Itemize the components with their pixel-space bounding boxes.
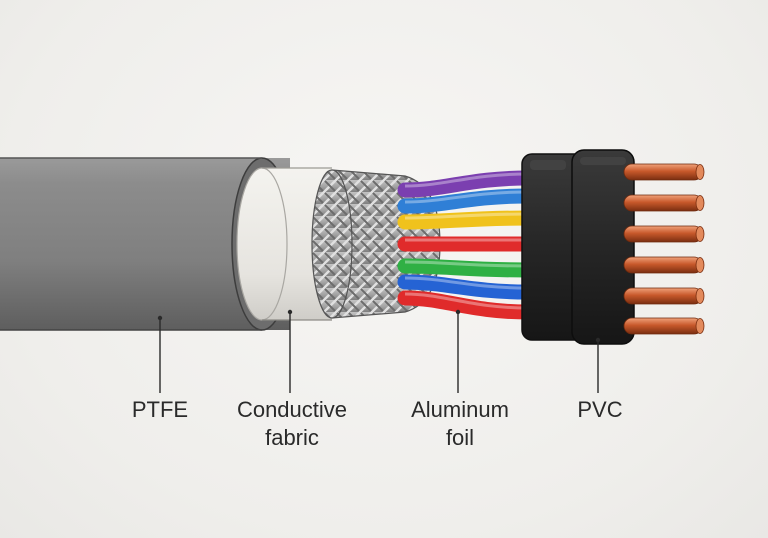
- wire-5: [397, 258, 536, 278]
- copper-pin-tip-3: [695, 226, 705, 242]
- wire-1: [397, 170, 536, 198]
- copper-pin-5: [623, 287, 703, 305]
- wire-highlight-5: [404, 260, 529, 268]
- wire-7: [397, 290, 536, 320]
- pvc-label: PVC: [560, 396, 640, 424]
- aluminum-foil-label: Aluminum foil: [395, 396, 525, 452]
- copper-pin-4: [623, 256, 703, 274]
- leader-lines: [157, 309, 601, 393]
- pvc-label-line-1: PVC: [577, 397, 623, 422]
- copper-pin-2: [623, 194, 703, 212]
- aluminum-foil-label-line-1: Aluminum: [411, 397, 509, 422]
- copper-pin-6: [623, 317, 703, 335]
- copper-pin-tip-1: [695, 164, 705, 180]
- copper-pin-tip-6: [695, 318, 705, 334]
- wire-highlight-1: [404, 172, 529, 188]
- copper-pin-tip-4: [695, 257, 705, 273]
- copper-pin-tip-2: [695, 195, 705, 211]
- conductive-fabric-label-line-2: fabric: [265, 425, 319, 450]
- ptfe-label: PTFE: [110, 396, 210, 424]
- wire-highlight-3: [404, 212, 529, 220]
- wire-6: [397, 274, 536, 300]
- wire-highlight-6: [404, 276, 529, 290]
- copper-pin-3: [623, 225, 703, 243]
- copper-pins: [623, 163, 705, 335]
- colored-wires: [397, 170, 536, 320]
- aluminum-foil-label-line-2: foil: [445, 425, 475, 450]
- wire-highlight-7: [404, 292, 529, 310]
- wire-2: [397, 188, 536, 214]
- wire-3: [397, 210, 536, 230]
- copper-pin-1: [623, 163, 703, 181]
- ptfe-label-line-1: PTFE: [131, 397, 189, 422]
- conductive-fabric-label-line-1: Conductive: [236, 397, 348, 422]
- connector-body: [521, 149, 635, 345]
- conductive-fabric-label: Conductive fabric: [222, 396, 362, 452]
- wire-highlight-2: [404, 190, 529, 204]
- copper-pin-tip-5: [695, 288, 705, 304]
